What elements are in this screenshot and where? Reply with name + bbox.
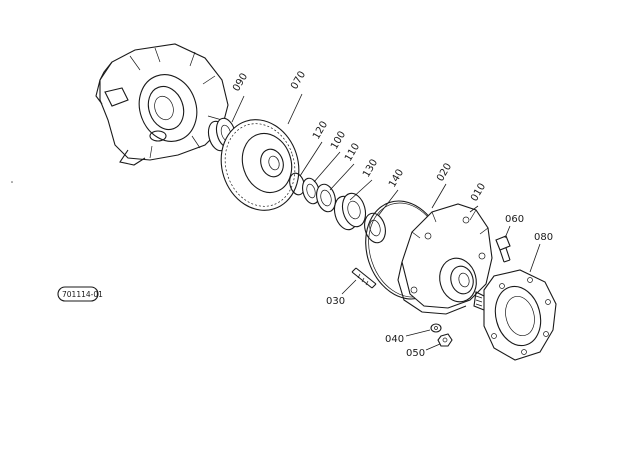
leader-lines bbox=[231, 93, 541, 351]
label-030: 030 bbox=[326, 296, 345, 307]
label-090: 090 bbox=[231, 71, 250, 93]
label-130: 130 bbox=[361, 157, 380, 179]
speck-mark bbox=[11, 181, 13, 183]
spacer-110 bbox=[316, 183, 336, 213]
nut-050 bbox=[437, 333, 453, 347]
bolt-060 bbox=[495, 235, 511, 263]
label-070: 070 bbox=[289, 69, 308, 91]
washer-040 bbox=[430, 323, 442, 333]
label-050: 050 bbox=[406, 348, 425, 359]
label-080: 080 bbox=[534, 232, 553, 243]
drawing-code: 701114-01 bbox=[62, 290, 103, 299]
stud-030 bbox=[351, 267, 377, 289]
label-120: 120 bbox=[311, 119, 330, 141]
label-040: 040 bbox=[385, 334, 404, 345]
cover-010 bbox=[397, 203, 493, 315]
label-110: 110 bbox=[343, 141, 362, 163]
drawing-code-badge: 701114-01 bbox=[57, 286, 103, 302]
label-100: 100 bbox=[329, 129, 348, 151]
axle-flange-080 bbox=[473, 269, 557, 361]
ring-gear-070 bbox=[220, 119, 300, 211]
label-010: 010 bbox=[469, 181, 488, 203]
bearing-130 bbox=[333, 192, 367, 231]
label-020: 020 bbox=[435, 161, 454, 183]
label-140: 140 bbox=[387, 167, 406, 189]
label-060: 060 bbox=[505, 214, 524, 225]
axle-housing bbox=[95, 43, 229, 166]
